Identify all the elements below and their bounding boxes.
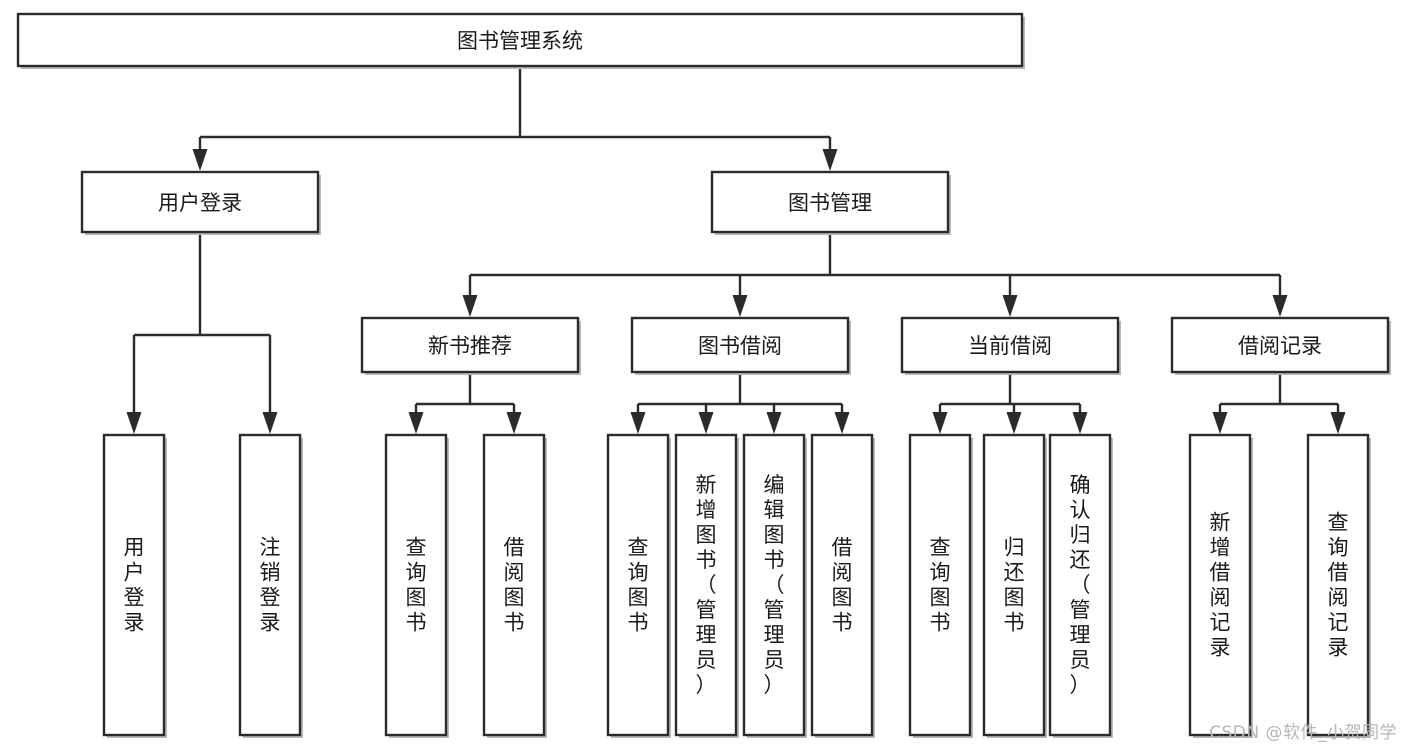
node-leaf-logout[interactable]: 注销登录	[238, 433, 303, 738]
connector-group-book-borrow	[630, 372, 850, 434]
node-box[interactable]	[102, 433, 166, 737]
node-box[interactable]	[606, 433, 670, 737]
arrow-head-icon	[630, 412, 646, 434]
node-label: 图书管理系统	[457, 29, 583, 53]
node-label: 查询图书	[930, 536, 951, 635]
node-box[interactable]	[710, 170, 950, 234]
node-leaf-user-login[interactable]: 用户登录	[102, 433, 167, 738]
node-borrow-record[interactable]: 借阅记录	[1170, 316, 1391, 375]
arrow-head-icon	[462, 295, 478, 317]
node-label: 查询图书	[406, 536, 427, 635]
connector-group-current-borrow	[932, 372, 1088, 434]
node-label: 查询借阅记录	[1328, 511, 1349, 660]
node-box[interactable]	[810, 433, 874, 737]
node-label: 查询图书	[628, 536, 649, 635]
arrow-head-icon	[1002, 295, 1018, 317]
node-box[interactable]	[1170, 316, 1390, 374]
arrow-head-icon	[408, 412, 424, 434]
node-box[interactable]	[238, 433, 302, 737]
arrow-head-icon	[1272, 295, 1288, 317]
node-label: 新书推荐	[428, 334, 512, 358]
node-book-manage[interactable]: 图书管理	[710, 170, 951, 235]
node-box[interactable]	[630, 316, 850, 374]
node-box[interactable]	[384, 433, 448, 737]
node-leaf-add-record[interactable]: 新增借阅记录	[1188, 433, 1253, 738]
connector-layer	[126, 66, 1346, 434]
node-label: 当前借阅	[968, 334, 1052, 358]
node-label: 借阅记录	[1238, 334, 1322, 358]
node-leaf-query-record[interactable]: 查询借阅记录	[1306, 433, 1371, 738]
node-label: 图书借阅	[698, 334, 782, 358]
connector-group-book-manage	[462, 232, 1288, 317]
node-leaf-confirm-return[interactable]: 确认归还（管理员）	[1048, 433, 1113, 738]
arrow-head-icon	[1212, 412, 1228, 434]
connector-group-root	[192, 66, 838, 171]
node-box[interactable]	[1306, 433, 1370, 737]
watermark-text: CSDN @软件_小贺同学	[1209, 723, 1397, 743]
node-label: 新增借阅记录	[1210, 511, 1231, 660]
node-label: 借阅图书	[832, 536, 853, 635]
node-box[interactable]	[16, 12, 1024, 68]
node-label: 新增图书（管理员）	[696, 473, 717, 697]
arrow-head-icon	[732, 295, 748, 317]
node-leaf-edit-book[interactable]: 编辑图书（管理员）	[742, 433, 807, 738]
node-box[interactable]	[360, 316, 580, 374]
connector-group-borrow-record	[1212, 372, 1346, 434]
node-leaf-return-book[interactable]: 归还图书	[982, 433, 1047, 738]
node-box[interactable]	[908, 433, 972, 737]
node-label: 用户登录	[124, 536, 145, 635]
node-leaf-query-book-1[interactable]: 查询图书	[384, 433, 449, 738]
arrow-head-icon	[822, 149, 838, 171]
arrow-head-icon	[698, 412, 714, 434]
arrow-head-icon	[1330, 412, 1346, 434]
node-box[interactable]	[674, 433, 738, 737]
arrow-head-icon	[932, 412, 948, 434]
node-label: 编辑图书（管理员）	[764, 473, 785, 697]
node-box[interactable]	[900, 316, 1120, 374]
connector-group-user-login	[126, 232, 278, 434]
node-user-login[interactable]: 用户登录	[80, 170, 321, 235]
node-root[interactable]: 图书管理系统	[16, 12, 1025, 69]
connector-group-new-book-rec	[408, 372, 522, 434]
node-leaf-add-book[interactable]: 新增图书（管理员）	[674, 433, 739, 738]
node-leaf-query-book-2[interactable]: 查询图书	[606, 433, 671, 738]
node-box[interactable]	[80, 170, 320, 234]
node-current-borrow[interactable]: 当前借阅	[900, 316, 1121, 375]
node-box[interactable]	[482, 433, 546, 737]
node-label: 借阅图书	[504, 536, 525, 635]
arrow-head-icon	[766, 412, 782, 434]
node-label: 用户登录	[158, 191, 242, 215]
node-leaf-borrow-book-2[interactable]: 借阅图书	[810, 433, 875, 738]
node-label: 归还图书	[1004, 536, 1025, 635]
node-box[interactable]	[1048, 433, 1112, 737]
arrow-head-icon	[834, 412, 850, 434]
node-label: 确认归还（管理员）	[1070, 473, 1091, 697]
node-leaf-query-book-3[interactable]: 查询图书	[908, 433, 973, 738]
node-book-borrow[interactable]: 图书借阅	[630, 316, 851, 375]
arrow-head-icon	[262, 412, 278, 434]
arrow-head-icon	[126, 412, 142, 434]
node-label: 图书管理	[788, 191, 872, 215]
node-new-book-rec[interactable]: 新书推荐	[360, 316, 581, 375]
node-label: 注销登录	[260, 536, 281, 635]
node-leaf-borrow-book-1[interactable]: 借阅图书	[482, 433, 547, 738]
node-box[interactable]	[1188, 433, 1252, 737]
node-layer: 图书管理系统用户登录图书管理新书推荐图书借阅当前借阅借阅记录用户登录注销登录查询…	[16, 12, 1391, 738]
arrow-head-icon	[506, 412, 522, 434]
node-box[interactable]	[742, 433, 806, 737]
arrow-head-icon	[1006, 412, 1022, 434]
arrow-head-icon	[1072, 412, 1088, 434]
node-box[interactable]	[982, 433, 1046, 737]
arrow-head-icon	[192, 149, 208, 171]
